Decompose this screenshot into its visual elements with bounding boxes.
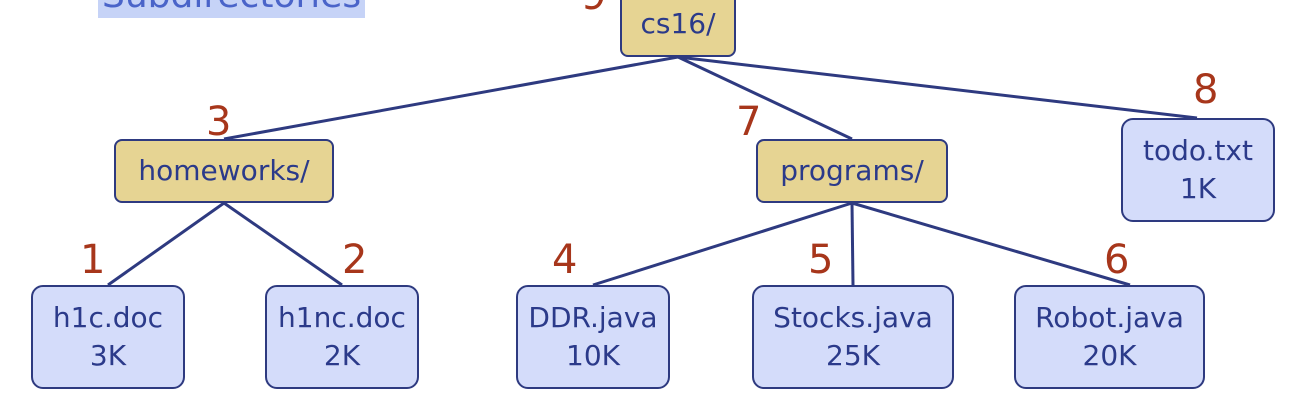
slide-title: Subdirectories — [98, 0, 366, 18]
directory-name: homeworks/ — [138, 154, 310, 187]
order-number-h1nc: 2 — [342, 237, 368, 283]
file-name: h1c.doc — [52, 301, 164, 334]
order-number-todo: 8 — [1193, 67, 1219, 113]
file-node-robot: Robot.java 20K — [1014, 285, 1205, 389]
order-number-root: 9 — [581, 0, 606, 16]
file-node-stocks: Stocks.java 25K — [752, 285, 954, 389]
order-number-h1c: 1 — [80, 237, 106, 283]
order-number-stocks: 5 — [808, 237, 834, 283]
file-size: 3K — [89, 339, 127, 372]
directory-name: programs/ — [780, 154, 924, 187]
file-size: 2K — [323, 339, 361, 372]
order-number-programs: 7 — [736, 99, 762, 145]
order-number-homeworks: 3 — [206, 99, 232, 145]
file-name: h1nc.doc — [278, 301, 406, 334]
file-name: todo.txt — [1143, 134, 1253, 167]
edge-root-homeworks — [223, 55, 679, 141]
file-node-ddr: DDR.java 10K — [516, 285, 670, 389]
file-size: 1K — [1179, 172, 1217, 205]
file-size: 20K — [1082, 339, 1137, 372]
edge-homeworks-h1nc — [223, 201, 343, 287]
order-number-robot: 6 — [1104, 237, 1130, 283]
edge-programs-stocks — [850, 202, 855, 286]
file-node-h1c: h1c.doc 3K — [31, 285, 185, 389]
edge-root-programs — [677, 55, 853, 141]
file-node-todo: todo.txt 1K — [1121, 118, 1275, 222]
file-name: DDR.java — [528, 301, 658, 334]
file-node-h1nc: h1nc.doc 2K — [265, 285, 419, 389]
edge-homeworks-h1c — [107, 201, 225, 287]
directory-node-cs16: cs16/ — [620, 0, 736, 57]
edge-programs-robot — [851, 201, 1131, 287]
directory-node-homeworks: homeworks/ — [114, 139, 334, 203]
edge-root-todo — [677, 55, 1198, 120]
directory-name: cs16/ — [640, 6, 716, 40]
order-number-ddr: 4 — [552, 237, 578, 283]
directory-node-programs: programs/ — [756, 139, 948, 203]
file-size: 10K — [566, 339, 620, 372]
file-name: Robot.java — [1035, 301, 1184, 334]
file-name: Stocks.java — [773, 301, 933, 334]
edge-programs-ddr — [592, 201, 853, 287]
file-size: 25K — [826, 339, 880, 372]
